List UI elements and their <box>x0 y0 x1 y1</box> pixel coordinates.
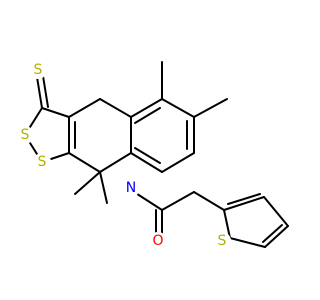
bond <box>262 224 283 243</box>
bond <box>227 193 261 205</box>
atom-n-amide: N <box>122 179 140 197</box>
atom-o-carbonyl: O <box>149 232 167 250</box>
atom-background <box>122 179 140 197</box>
bond <box>263 196 289 227</box>
atom-s-ring-upper-label: S <box>21 127 30 143</box>
molecule-structure: S S S N O S <box>16 61 289 250</box>
bond <box>99 98 132 118</box>
bond <box>161 152 195 173</box>
bond <box>161 191 195 211</box>
atom-background <box>149 232 167 250</box>
atom-s-ring-lower-label: S <box>38 154 47 170</box>
atom-s-ring-upper: S <box>16 126 34 144</box>
bond <box>99 152 132 173</box>
atom-s-thiophene: S <box>213 232 231 250</box>
bond <box>74 171 101 195</box>
atom-s-thione: S <box>29 61 47 79</box>
atom-o-carbonyl-label: O <box>152 233 163 249</box>
atom-background <box>16 126 34 144</box>
bond <box>99 171 108 204</box>
bond <box>264 225 289 248</box>
bonds <box>24 61 289 248</box>
bond <box>223 209 231 239</box>
bond <box>223 196 265 211</box>
bond <box>193 98 228 118</box>
bond <box>130 98 163 118</box>
atom-n-amide-label: N <box>126 180 136 196</box>
atom-background <box>213 232 231 250</box>
bond <box>193 191 225 211</box>
bond <box>41 107 70 118</box>
bond <box>229 237 266 248</box>
atom-labels: S S S N O S <box>16 61 231 250</box>
bond <box>130 152 163 173</box>
bond <box>36 76 43 109</box>
bond <box>68 98 101 118</box>
bond <box>68 152 101 173</box>
bond <box>161 98 195 118</box>
atom-s-thiophene-label: S <box>218 233 227 249</box>
bond <box>134 147 161 164</box>
bond <box>42 75 49 108</box>
atom-background <box>29 61 47 79</box>
atom-s-thione-label: S <box>34 62 43 78</box>
atom-background <box>33 153 51 171</box>
atom-s-ring-lower: S <box>33 153 51 171</box>
bond <box>134 107 161 124</box>
